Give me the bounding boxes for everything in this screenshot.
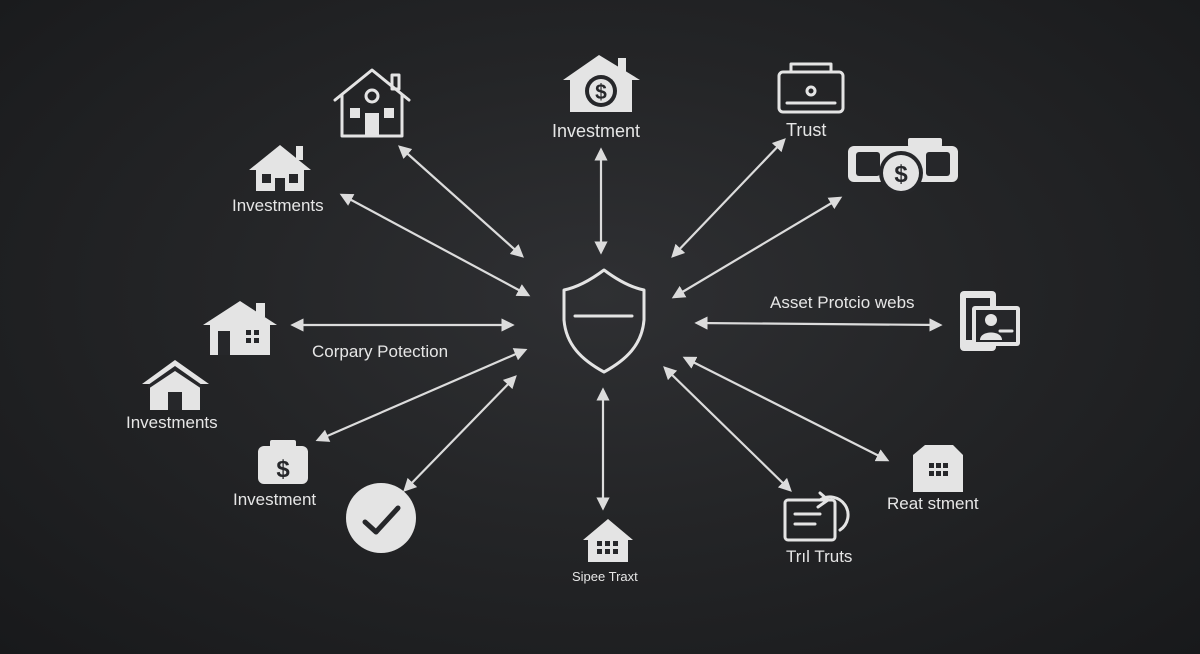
arrow-check-circle [403,375,517,492]
house-icon [203,301,277,355]
house-icon [583,519,633,562]
house-icon [333,68,411,138]
id-card-icon [960,291,1020,351]
safe-icon [777,62,845,114]
label-investments-left: Investments [126,413,218,432]
arrow-investment-left [315,348,528,442]
label-investments-top-left: Investments [232,196,324,215]
arrow-top-left-house [398,145,524,258]
arrow-trust [671,138,786,258]
arrow-money-stack [671,196,843,299]
label-real-estate: Reat stment [887,494,979,513]
arrow-asset-protection [694,316,943,332]
shield-icon [562,268,646,374]
arrow-trusts-bottom-right [663,366,792,492]
label-investment-left: Investment [233,490,317,509]
arrow-investments-top-left [339,193,531,297]
house-icon [142,360,209,410]
document-link-icon [783,491,850,542]
label-bottom-center: Sipee Traxt [572,569,638,584]
label-company-protection: Corpary Potection [312,342,449,361]
money-stack-icon: $ [848,138,958,195]
label-trusts-bottom-right: Trıl Truts [786,547,853,566]
check-circle-icon [346,483,416,553]
house-icon [249,145,311,191]
label-investment-top: Investment [552,121,641,141]
connector-arrows [290,138,943,511]
money-bag-icon: $ [258,440,308,484]
arrow-real-estate [682,356,890,462]
label-asset-protection: Asset Protcio webs [770,293,915,312]
house-dollar-icon: $ [563,55,640,112]
svg-text:$: $ [894,161,908,188]
svg-text:$: $ [276,456,290,483]
label-trust: Trust [786,120,827,140]
svg-text:$: $ [595,81,607,104]
building-icon [913,445,963,492]
